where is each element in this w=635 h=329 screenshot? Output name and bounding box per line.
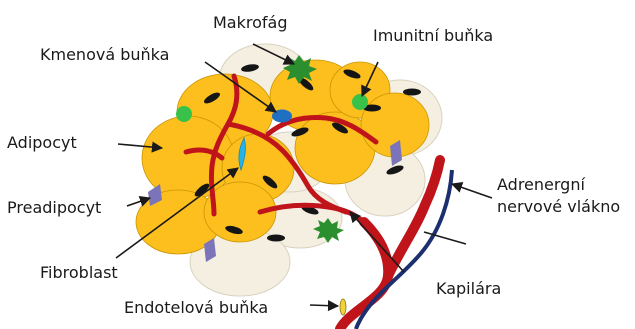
label-fibroblast: Fibroblast — [40, 263, 118, 283]
label-preadipocyt: Preadipocyt — [7, 198, 101, 218]
label-adipocyt: Adipocyt — [7, 133, 77, 153]
label-kmenova-bunka: Kmenová buňka — [40, 45, 169, 65]
label-imunitni-bunka: Imunitní buňka — [373, 26, 493, 46]
nucleus — [267, 235, 285, 242]
label-makrofag: Makrofág — [213, 13, 287, 33]
arrow-kapilara — [350, 212, 404, 272]
immune-cell — [352, 94, 368, 110]
arrow-endotelova-bunka — [310, 305, 338, 306]
label-kapilara: Kapilára — [436, 279, 501, 299]
arrow-adrenergni — [452, 184, 492, 198]
nucleus — [403, 89, 421, 96]
immune-cell — [176, 106, 192, 122]
label-adrenergni-line2: nervové vlákno — [497, 197, 620, 217]
endothelial-cell — [340, 299, 346, 315]
label-adrenergni-line1: Adrenergní — [497, 175, 585, 195]
label-endotelova-bunka: Endotelová buňka — [124, 298, 268, 318]
